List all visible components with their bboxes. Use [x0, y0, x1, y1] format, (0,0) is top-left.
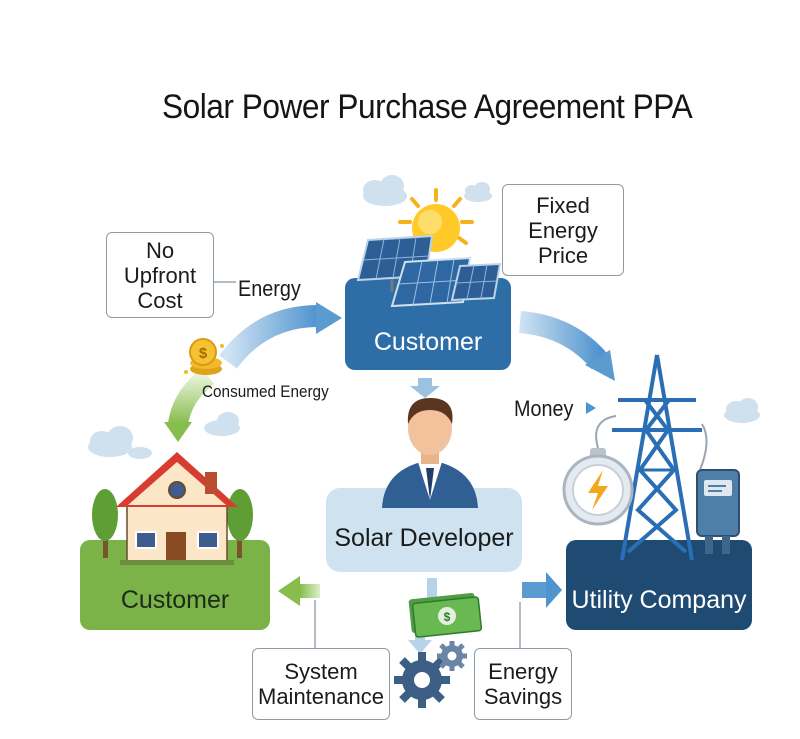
meter-icon: [696, 469, 740, 554]
solar-customer-panel: [345, 278, 511, 370]
node-solar-customer: Customer: [373, 328, 483, 356]
arrow-to-utility: [518, 311, 609, 370]
label-money: Money: [514, 396, 574, 421]
power-tower-icon: [612, 354, 702, 561]
gear-icon: [394, 652, 450, 708]
note-line: Energy: [488, 659, 558, 684]
tree-icon: [227, 489, 253, 558]
money-arrow-icon: [586, 402, 596, 414]
arrow-to-utility-company: [522, 582, 548, 598]
arrow-head: [585, 350, 615, 381]
cloud-icon: [204, 412, 240, 436]
arrow-head: [278, 576, 300, 606]
utility-panel: [566, 540, 752, 630]
arrow-head: [316, 302, 342, 334]
house-icon: [116, 452, 238, 565]
note-system-maintenance: System Maintenance: [252, 648, 390, 720]
wire: [595, 415, 617, 449]
arrow-head: [410, 386, 440, 398]
note-energy-savings: Energy Savings: [474, 648, 572, 720]
arrow-energy: [219, 305, 319, 369]
node-utility-company: Utility Company: [571, 586, 747, 614]
gauge-icon: [562, 448, 634, 526]
note-line: Fixed: [536, 192, 590, 218]
svg-text:$: $: [444, 610, 451, 624]
cloud-icon: [88, 426, 152, 459]
node-home-customer: Customer: [120, 586, 230, 614]
label-consumed-energy: Consumed Energy: [202, 382, 329, 401]
note-line: Upfront: [123, 262, 197, 288]
note-line: Cost: [137, 287, 183, 313]
note-line: Maintenance: [258, 684, 384, 709]
note-no-upfront-cost: No Upfront Cost: [106, 232, 214, 318]
page-title: Solar Power Purchase Agreement PPA: [162, 88, 693, 126]
arrow-to-home: [168, 368, 215, 426]
note-line: System: [284, 659, 358, 684]
cash-icon: $: [408, 592, 483, 638]
arrow-to-home-customer: [300, 584, 320, 598]
arrow-down: [418, 378, 432, 386]
arrow-head: [408, 640, 432, 654]
arrow-head: [164, 422, 192, 442]
coin-icon: $: [184, 338, 224, 375]
svg-text:$: $: [199, 345, 208, 362]
developer-panel: [326, 488, 522, 572]
tree-icon: [92, 489, 118, 558]
gear-icon: [437, 641, 467, 671]
note-line: No: [145, 237, 175, 263]
wire: [699, 423, 708, 471]
cloud-icon: [724, 398, 760, 423]
note-fixed-energy-price: Fixed Energy Price: [502, 184, 624, 276]
node-solar-developer: Solar Developer: [334, 524, 514, 552]
cloud-icon: [464, 182, 492, 202]
label-energy: Energy: [238, 276, 301, 301]
person-icon: [382, 398, 478, 508]
cloud-icon: [363, 175, 407, 206]
arrow-head: [546, 572, 562, 608]
note-line: Energy: [528, 217, 598, 243]
note-line: Price: [537, 242, 589, 268]
solar-panel-icon: [356, 234, 502, 308]
note-line: Savings: [483, 684, 563, 709]
